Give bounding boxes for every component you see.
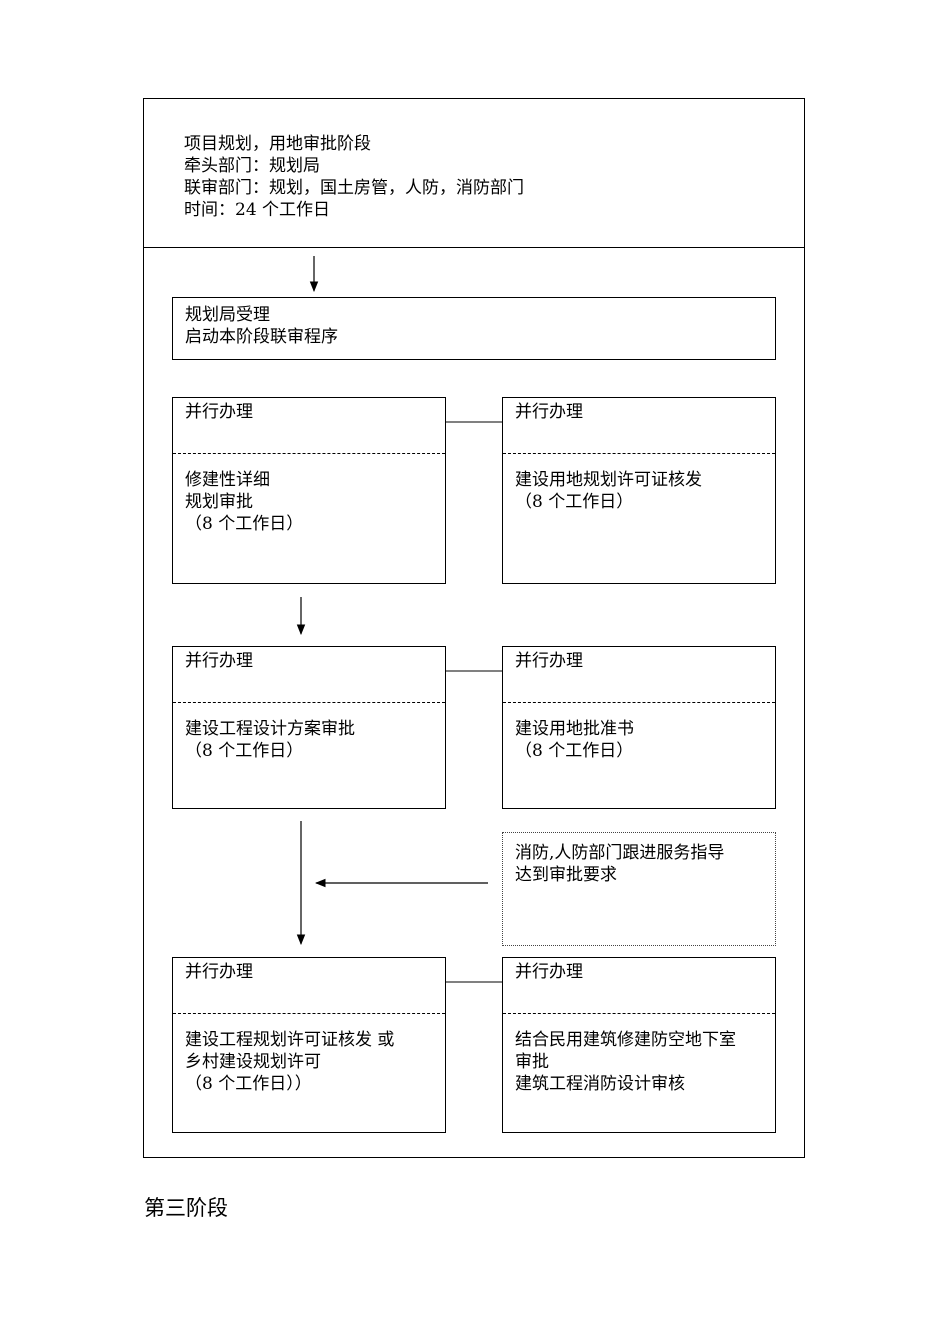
box-text-line: 建设用地规划许可证核发 bbox=[515, 470, 702, 490]
start-box-line: 规划局受理 bbox=[185, 305, 270, 325]
box-text-line: （8 个工作日） bbox=[515, 492, 634, 512]
box-text-line: 结合民用建筑修建防空地下室 bbox=[515, 1030, 736, 1050]
box-text-line: 建设工程规划许可证核发 或 bbox=[185, 1030, 395, 1050]
dashed-divider bbox=[173, 702, 445, 703]
parallel-processing-label: 并行办理 bbox=[515, 402, 583, 422]
box-text-line: （8 个工作日） bbox=[185, 741, 304, 761]
detailed-planning-approval-box: 并行办理 修建性详细 规划审批 （8 个工作日） bbox=[172, 397, 446, 584]
header-divider bbox=[143, 247, 805, 248]
box-text-line: 消防,人防部门跟进服务指导 bbox=[515, 843, 725, 863]
land-use-permit-box: 并行办理 建设用地规划许可证核发 （8 个工作日） bbox=[502, 397, 776, 584]
dashed-divider bbox=[173, 453, 445, 454]
start-box: 规划局受理 启动本阶段联审程序 bbox=[172, 297, 776, 360]
box-text-line: （8 个工作日） bbox=[185, 514, 304, 534]
fire-civil-defense-guidance-box: 消防,人防部门跟进服务指导 达到审批要求 bbox=[502, 832, 776, 946]
dashed-divider bbox=[503, 453, 775, 454]
parallel-processing-label: 并行办理 bbox=[185, 651, 253, 671]
start-box-line: 启动本阶段联审程序 bbox=[185, 327, 338, 347]
box-text-line: 修建性详细 bbox=[185, 470, 270, 490]
box-text-line: 建设工程设计方案审批 bbox=[185, 719, 355, 739]
lead-department: 牵头部门：规划局 bbox=[184, 156, 320, 176]
box-text-line: （8 个工作日） bbox=[515, 741, 634, 761]
box-text-line: 达到审批要求 bbox=[515, 865, 617, 885]
box-text-line: 审批 bbox=[515, 1052, 549, 1072]
next-stage-heading: 第三阶段 bbox=[144, 1196, 228, 1220]
joint-departments: 联审部门：规划，国土房管，人防，消防部门 bbox=[184, 178, 524, 198]
time-limit: 时间：24 个工作日 bbox=[184, 200, 331, 220]
parallel-processing-label: 并行办理 bbox=[515, 962, 583, 982]
land-approval-certificate-box: 并行办理 建设用地批准书 （8 个工作日） bbox=[502, 646, 776, 809]
air-defense-fire-review-box: 并行办理 结合民用建筑修建防空地下室 审批 建筑工程消防设计审核 bbox=[502, 957, 776, 1133]
box-text-line: 建筑工程消防设计审核 bbox=[515, 1074, 685, 1094]
dashed-divider bbox=[503, 702, 775, 703]
dashed-divider bbox=[503, 1013, 775, 1014]
stage-title: 项目规划，用地审批阶段 bbox=[184, 134, 371, 154]
box-text-line: （8 个工作日）） bbox=[185, 1074, 312, 1094]
planning-permit-issuance-box: 并行办理 建设工程规划许可证核发 或 乡村建设规划许可 （8 个工作日）） bbox=[172, 957, 446, 1133]
box-text-line: 建设用地批准书 bbox=[515, 719, 634, 739]
box-text-line: 规划审批 bbox=[185, 492, 253, 512]
outer-frame bbox=[143, 98, 805, 1158]
design-scheme-approval-box: 并行办理 建设工程设计方案审批 （8 个工作日） bbox=[172, 646, 446, 809]
stage-header: 项目规划，用地审批阶段 牵头部门：规划局 联审部门：规划，国土房管，人防，消防部… bbox=[184, 133, 784, 221]
parallel-processing-label: 并行办理 bbox=[185, 402, 253, 422]
parallel-processing-label: 并行办理 bbox=[515, 651, 583, 671]
parallel-processing-label: 并行办理 bbox=[185, 962, 253, 982]
box-text-line: 乡村建设规划许可 bbox=[185, 1052, 321, 1072]
dashed-divider bbox=[173, 1013, 445, 1014]
